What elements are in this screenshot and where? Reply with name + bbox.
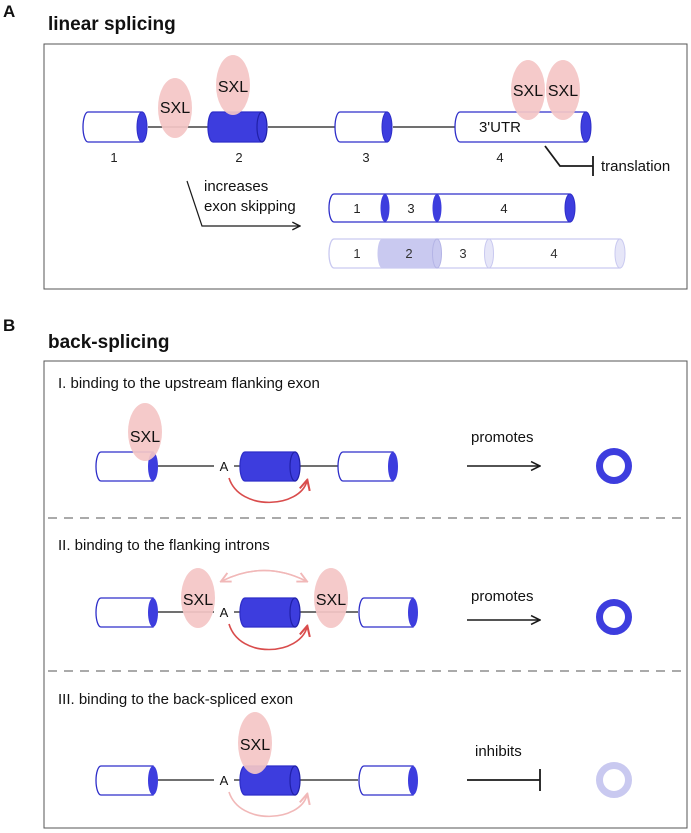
backsplice-arc-faded bbox=[228, 792, 307, 818]
panel-a-frame bbox=[43, 43, 688, 290]
exon-number-4: 4 bbox=[496, 150, 503, 165]
sxl-label: SXL bbox=[130, 429, 160, 446]
sxl-label: SXL bbox=[548, 83, 578, 100]
exon-4 bbox=[454, 111, 592, 143]
branch-point-label: A bbox=[220, 773, 229, 788]
inhibits-symbol bbox=[467, 769, 541, 791]
case-2-upstream-exon bbox=[95, 597, 158, 628]
case-3-downstream-exon bbox=[358, 765, 418, 796]
sxl-protein-utr-1: SXL bbox=[511, 60, 545, 120]
case-1-sxl-protein: SXL bbox=[128, 403, 162, 461]
exon-skipping-arrow bbox=[186, 180, 300, 226]
skipping-label-line1: increases bbox=[204, 178, 268, 195]
full-isoform-exon-1: 1 bbox=[353, 246, 360, 261]
sxl-protein-intron-1: SXL bbox=[158, 78, 192, 138]
panel-letter-b: B bbox=[3, 316, 15, 335]
circular-rna bbox=[596, 599, 632, 635]
panel-b-frame bbox=[43, 360, 688, 829]
branch-point-label: A bbox=[220, 605, 229, 620]
case-3-effect-label: inhibits bbox=[475, 743, 522, 760]
case-3-upstream-exon bbox=[95, 765, 158, 796]
skipped-isoform-mrna bbox=[328, 193, 576, 223]
case-2-downstream-exon bbox=[358, 597, 418, 628]
case-1-effect-label: promotes bbox=[471, 429, 534, 446]
case-1-upstream-exon bbox=[95, 451, 158, 482]
sxl-label: SXL bbox=[160, 100, 190, 117]
circular-rna bbox=[596, 448, 632, 484]
case-1-backspliced-exon bbox=[239, 451, 301, 482]
case-2-sxl-protein-upstream: SXL bbox=[181, 568, 215, 628]
sxl-label: SXL bbox=[183, 592, 213, 609]
sxl-protein-exon-2: SXL bbox=[216, 55, 250, 115]
sxl-label: SXL bbox=[240, 737, 270, 754]
translation-label: translation bbox=[601, 158, 670, 175]
sxl-dimerization-arrow bbox=[222, 569, 306, 582]
sxl-label: SXL bbox=[513, 83, 543, 100]
case-1-downstream-exon bbox=[337, 451, 398, 482]
exon-number-1: 1 bbox=[110, 150, 117, 165]
translation-inhibition-arrow bbox=[544, 145, 594, 176]
sxl-label: SXL bbox=[218, 79, 248, 96]
utr-label: 3'UTR bbox=[479, 119, 521, 136]
case-3-title: III. binding to the back-spliced exon bbox=[58, 691, 293, 708]
skipping-label-line2: exon skipping bbox=[204, 198, 296, 215]
exon-number-3: 3 bbox=[362, 150, 369, 165]
case-2-backspliced-exon bbox=[239, 597, 301, 628]
skipped-isoform-exon-1: 1 bbox=[353, 201, 360, 216]
full-isoform-mrna bbox=[328, 238, 626, 269]
branch-point-label: A bbox=[220, 459, 229, 474]
panel-b-title: back-splicing bbox=[48, 332, 169, 353]
case-2-effect-label: promotes bbox=[471, 588, 534, 605]
backsplice-arc bbox=[228, 478, 307, 504]
sxl-label: SXL bbox=[316, 592, 346, 609]
exon-2 bbox=[207, 111, 268, 143]
full-isoform-exon-4: 4 bbox=[550, 246, 557, 261]
case-2-title: II. binding to the flanking introns bbox=[58, 537, 270, 554]
circular-rna-faded bbox=[596, 762, 632, 798]
panel-a-title: linear splicing bbox=[48, 14, 176, 35]
full-isoform-exon-3: 3 bbox=[459, 246, 466, 261]
backsplice-arc bbox=[228, 624, 307, 651]
skipped-isoform-exon-3: 3 bbox=[407, 201, 414, 216]
exon-1 bbox=[82, 111, 148, 143]
panel-letter-a: A bbox=[3, 2, 15, 21]
case-1-title: I. binding to the upstream flanking exon bbox=[58, 375, 320, 392]
case-2-sxl-protein-downstream: SXL bbox=[314, 568, 348, 628]
case-3-sxl-protein: SXL bbox=[238, 712, 272, 774]
full-isoform-exon-2: 2 bbox=[405, 246, 412, 261]
sxl-protein-utr-2: SXL bbox=[546, 60, 580, 120]
skipped-isoform-exon-4: 4 bbox=[500, 201, 507, 216]
exon-3 bbox=[334, 111, 393, 143]
exon-number-2: 2 bbox=[235, 150, 242, 165]
